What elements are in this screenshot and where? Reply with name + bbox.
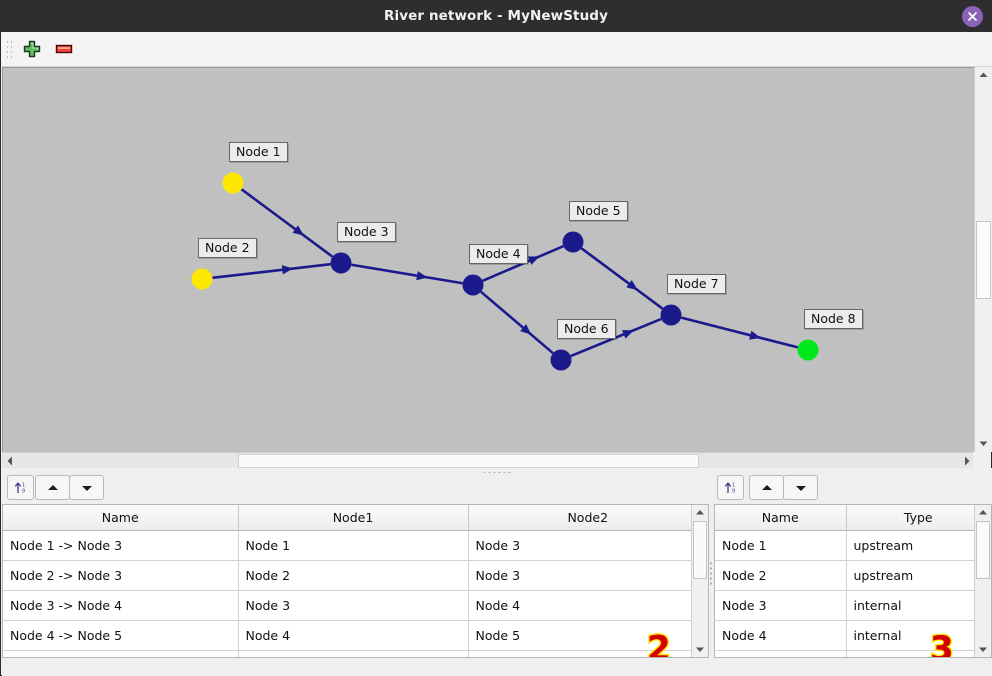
table-cell[interactable]: upstream (846, 560, 991, 591)
scrollbar-thumb[interactable] (976, 221, 991, 299)
scroll-up-icon[interactable] (692, 505, 708, 520)
table-cell[interactable] (468, 650, 708, 657)
scrollbar-thumb[interactable] (976, 521, 990, 579)
table-cell[interactable]: Node 4 (468, 590, 708, 621)
table-cell[interactable]: Node 3 (468, 530, 708, 561)
table-cell[interactable] (846, 650, 991, 657)
annotation-marker-2: 2 (646, 629, 673, 658)
scroll-up-icon[interactable] (975, 67, 992, 84)
table-cell[interactable]: internal (846, 620, 991, 651)
links-table-scrollbar[interactable] (691, 505, 708, 657)
table-cell[interactable]: Node 4 (238, 620, 469, 651)
move-up-button[interactable] (35, 475, 70, 500)
scrollbar-corner (973, 452, 991, 468)
table-row-empty[interactable] (3, 650, 708, 657)
canvas-vertical-scrollbar[interactable] (974, 67, 992, 452)
table-cell[interactable]: Node 4 (715, 620, 847, 651)
scroll-down-icon[interactable] (975, 642, 991, 657)
sort-button[interactable]: 1 9 (7, 475, 34, 500)
svg-text:9: 9 (732, 488, 735, 494)
table-cell[interactable]: Node 5 (468, 620, 708, 651)
diagram-area: Node 1 Node 2 Node 3 Node 4 Node 5 Node 6 Node… (2, 67, 992, 452)
node-label-node-8[interactable]: Node 8 (804, 309, 863, 329)
move-down-button[interactable] (783, 475, 818, 500)
table-cell[interactable]: Node 1 (715, 530, 847, 561)
table-cell[interactable]: Node 3 (238, 590, 469, 621)
node-label-node-4[interactable]: Node 4 (469, 244, 528, 264)
node-label-node-7[interactable]: Node 7 (667, 274, 726, 294)
scroll-left-icon[interactable] (2, 453, 18, 469)
nodes-table-scrollbar[interactable] (974, 505, 991, 657)
table-cell[interactable]: Node 3 -> Node 4 (3, 590, 239, 621)
move-down-button[interactable] (69, 475, 104, 500)
table-cell[interactable]: Node 3 (468, 560, 708, 591)
sort-button[interactable]: 1 9 (717, 475, 744, 500)
svg-text:9: 9 (22, 488, 25, 494)
node-label-node-6[interactable]: Node 6 (557, 319, 616, 339)
scroll-right-icon[interactable] (959, 453, 975, 469)
table-cell[interactable]: Node 2 (238, 560, 469, 591)
splitter-grip (710, 562, 712, 587)
scroll-down-icon[interactable] (975, 435, 992, 452)
toolbar-grip (7, 41, 12, 58)
table-cell[interactable]: Node 2 (715, 560, 847, 591)
main-toolbar (2, 32, 992, 67)
table-cell[interactable]: internal (846, 590, 991, 621)
svg-text:1: 1 (22, 482, 25, 488)
table-cell[interactable]: upstream (846, 530, 991, 561)
table-cell[interactable]: Node 3 (715, 590, 847, 621)
node-label-node-2[interactable]: Node 2 (198, 238, 257, 258)
close-icon[interactable] (962, 6, 983, 27)
annotation-marker-3: 3 (929, 629, 956, 658)
move-up-button[interactable] (749, 475, 784, 500)
table-cell[interactable] (238, 650, 469, 657)
table-cell[interactable] (3, 650, 239, 657)
table-cell[interactable] (715, 650, 847, 657)
node-label-node-3[interactable]: Node 3 (337, 222, 396, 242)
scroll-up-icon[interactable] (975, 505, 991, 520)
scrollbar-track[interactable] (975, 84, 992, 435)
scrollbar-thumb[interactable] (693, 521, 707, 579)
node-label-node-5[interactable]: Node 5 (569, 201, 628, 221)
node-label-node-1[interactable]: Node 1 (229, 142, 288, 162)
table-cell[interactable]: Node 2 -> Node 3 (3, 560, 239, 591)
column-header-node1[interactable]: Node1 (238, 505, 469, 531)
add-node-button[interactable] (22, 39, 44, 59)
column-header-name[interactable]: Name (3, 505, 239, 531)
column-header-type[interactable]: Type (846, 505, 991, 531)
scrollbar-thumb[interactable] (238, 454, 699, 468)
delete-node-button[interactable] (54, 39, 76, 59)
network-canvas[interactable]: Node 1 Node 2 Node 3 Node 4 Node 5 Node 6 Node… (2, 67, 975, 452)
canvas-horizontal-scrollbar[interactable] (2, 452, 975, 469)
column-header-name[interactable]: Name (715, 505, 847, 531)
table-cell[interactable]: Node 1 (238, 530, 469, 561)
vertical-splitter[interactable] (709, 473, 714, 676)
window-title: River network - MyNewStudy (384, 8, 608, 24)
table-cell[interactable]: Node 4 -> Node 5 (3, 620, 239, 651)
title-bar: River network - MyNewStudy (1, 1, 991, 32)
column-header-node2[interactable]: Node2 (468, 505, 708, 531)
svg-text:1: 1 (732, 482, 735, 488)
table-cell[interactable]: Node 1 -> Node 3 (3, 530, 239, 561)
scroll-down-icon[interactable] (692, 642, 708, 657)
